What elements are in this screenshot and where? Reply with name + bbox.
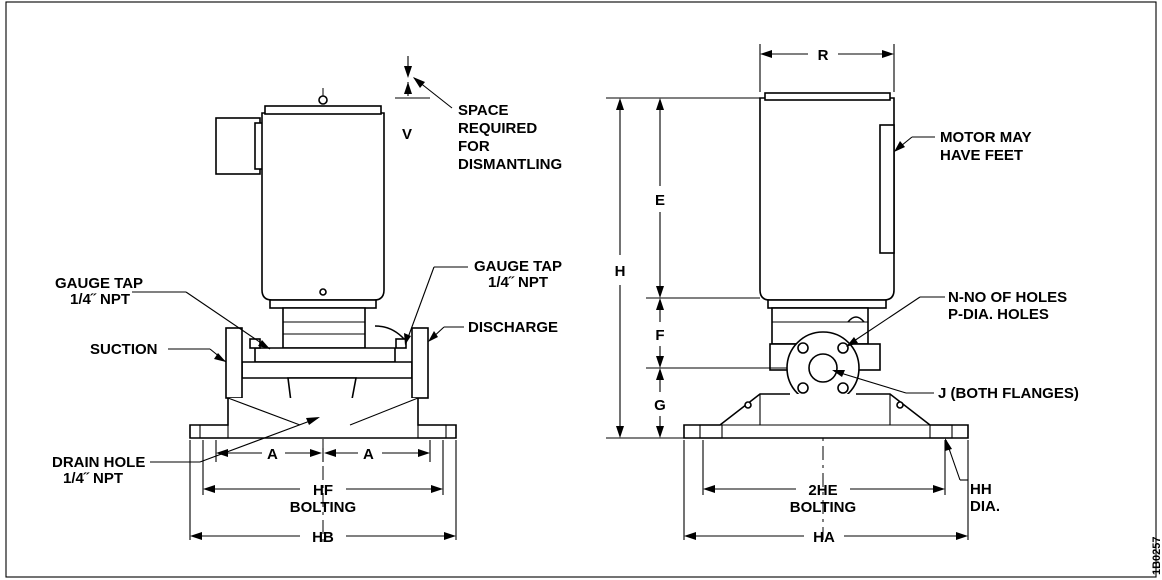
label-discharge: DISCHARGE xyxy=(468,319,558,336)
base-side xyxy=(683,393,969,439)
dim-f: F xyxy=(655,327,664,344)
dim-hf-bolting: BOLTING xyxy=(290,499,356,516)
dim-2he: 2HE xyxy=(808,482,837,499)
dim-e: E xyxy=(655,192,665,209)
front-view xyxy=(132,56,468,545)
motor-body-side xyxy=(759,97,895,301)
base-front xyxy=(189,398,457,439)
junction-box xyxy=(215,117,261,175)
dim-hf: HF xyxy=(313,482,333,499)
dim-hb: HB xyxy=(312,529,334,546)
dim-hh-dia: DIA. xyxy=(970,498,1000,515)
discharge-flange xyxy=(411,327,429,399)
label-suction: SUCTION xyxy=(90,341,158,358)
label-holes-2: P-DIA. HOLES xyxy=(948,306,1049,323)
motor-feet xyxy=(879,124,895,254)
label-space-required-2: REQUIRED xyxy=(458,120,537,137)
label-space-required-4: DISMANTLING xyxy=(458,156,562,173)
drawing-id: 1B0257 xyxy=(1151,536,1162,575)
dim-hh: HH xyxy=(970,481,992,498)
label-gauge-tap-right-2: 1/4˝ NPT xyxy=(488,274,548,291)
suction-flange xyxy=(225,327,243,399)
label-motor-feet-1: MOTOR MAY xyxy=(940,129,1032,146)
label-motor-feet-2: HAVE FEET xyxy=(940,147,1023,164)
pump-casing-front xyxy=(254,347,396,363)
label-space-required-1: SPACE xyxy=(458,102,509,119)
label-gauge-tap-left-2: 1/4˝ NPT xyxy=(70,291,130,308)
label-drain-hole-1: DRAIN HOLE xyxy=(52,454,145,471)
label-holes-1: N-NO OF HOLES xyxy=(948,289,1067,306)
label-gauge-tap-left-1: GAUGE TAP xyxy=(55,275,143,292)
labels: SPACE REQUIRED FOR DISMANTLING V GAUGE T… xyxy=(52,47,1162,575)
dim-v: V xyxy=(402,126,412,143)
label-space-required-3: FOR xyxy=(458,138,490,155)
dim-2he-bolting: BOLTING xyxy=(790,499,856,516)
dim-ha: HA xyxy=(813,529,835,546)
drawing-border xyxy=(5,1,1157,578)
side-view xyxy=(606,44,969,540)
dim-g: G xyxy=(654,397,666,414)
dim-r: R xyxy=(818,47,829,64)
dim-h: H xyxy=(615,263,626,280)
motor-body-front xyxy=(261,112,385,301)
label-j-both-flanges: J (BOTH FLANGES) xyxy=(938,385,1079,402)
dim-a-left: A xyxy=(267,446,278,463)
bracket-front xyxy=(282,307,366,349)
label-gauge-tap-right-1: GAUGE TAP xyxy=(474,258,562,275)
dim-a-right: A xyxy=(363,446,374,463)
label-drain-hole-2: 1/4˝ NPT xyxy=(63,470,123,487)
